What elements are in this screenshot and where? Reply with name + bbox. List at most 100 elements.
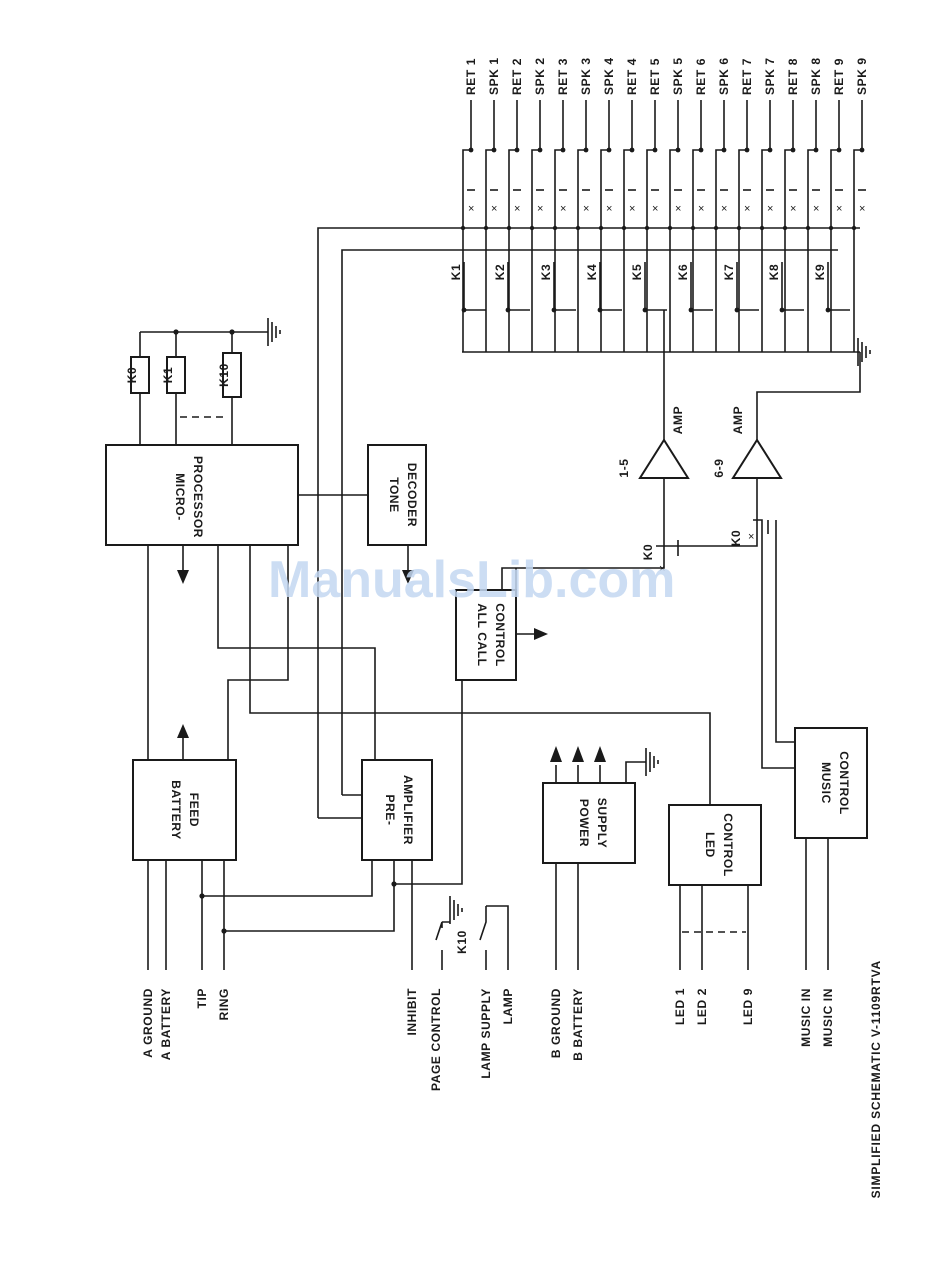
output-label: RET 6 — [694, 58, 708, 95]
amplifier-1-5: AMP 1-5 — [617, 406, 690, 479]
output-terminal: × SPK 5 — [667, 57, 685, 352]
k0-contact-label-2: K0 — [729, 530, 743, 547]
contact-mark: × — [859, 203, 865, 215]
watermark-text: ManualsLib.com — [268, 551, 675, 609]
output-terminal: × RET 9 — [828, 58, 846, 352]
output-terminal: ×SPK 9 — [851, 57, 869, 352]
pre-amplifier-label-2: AMPLIFIER — [401, 775, 415, 845]
ground-symbol-power — [645, 748, 659, 776]
relay-contact: K9 — [813, 262, 850, 313]
ground-symbol-relays — [267, 318, 281, 346]
input-label: LAMP SUPPLY — [479, 988, 493, 1079]
relay-k10-label: K10 — [217, 363, 231, 387]
amp-6-9-range: 6-9 — [712, 458, 726, 477]
output-label: SPK 1 — [487, 57, 501, 95]
microprocessor-label-2: PROCESSOR — [191, 456, 205, 538]
output-label: RET 5 — [648, 58, 662, 95]
power-supply-label-1: POWER — [577, 799, 591, 847]
ground-symbol-page — [449, 896, 463, 924]
contact-mark: × — [836, 203, 842, 215]
output-label: SPK 6 — [717, 57, 731, 95]
k0-contact-label-1: K0 — [641, 544, 655, 561]
battery-feed-block: BATTERY FEED — [132, 759, 237, 861]
all-call-control-label-2: CONTROL — [493, 603, 507, 667]
amp-1-5-label: AMP — [671, 406, 685, 434]
contact-mark: × — [813, 203, 819, 215]
output-terminal: ×SPK 6 — [713, 57, 731, 352]
relay-contact: K7 — [722, 262, 759, 313]
output-label: RET 8 — [786, 58, 800, 95]
output-terminal: ×RET 5 — [644, 58, 662, 352]
input-label: A GROUND — [141, 988, 155, 1058]
output-label: SPK 2 — [533, 57, 547, 95]
input-label: MUSIC IN — [821, 988, 835, 1047]
input-label: B BATTERY — [571, 988, 585, 1061]
led-control-label-1: LED — [703, 832, 717, 858]
contact-mark: × — [767, 203, 773, 215]
output-terminal: ×SPK 4 — [598, 57, 616, 352]
relay-contact-label: K6 — [676, 264, 690, 281]
relay-contact-label: K9 — [813, 264, 827, 281]
battery-feed-label-2: FEED — [187, 793, 201, 827]
led-control-block: LED CONTROL — [668, 804, 762, 886]
output-label: SPK 3 — [579, 57, 593, 95]
k10-switch-label: K10 — [455, 930, 469, 954]
output-label: SPK 5 — [671, 57, 685, 95]
contact-mark: × — [744, 203, 750, 215]
pre-amplifier-label-1: PRE- — [383, 794, 397, 825]
output-label: RET 7 — [740, 58, 754, 95]
input-label: PAGE CONTROL — [429, 988, 443, 1091]
output-label: RET 4 — [625, 58, 639, 95]
contact-bank: ×RET 1×SPK 1×RET 2×SPK 2×RET 3×SPK 3×SPK… — [449, 57, 869, 352]
contact-mark: × — [514, 203, 520, 215]
output-terminal: × SPK 3 — [575, 57, 593, 352]
relay-contact: K5 — [630, 262, 667, 313]
input-labels: A GROUND A BATTERY TIP RING INHIBIT PAGE CONT… — [141, 988, 835, 1091]
output-terminal: ×SPK 8 — [805, 57, 823, 352]
k0-contact-mark-1: × — [659, 563, 665, 575]
battery-feed-label-1: BATTERY — [169, 780, 183, 840]
output-label: RET 1 — [464, 58, 478, 95]
input-label: RING — [217, 988, 231, 1020]
relay-contact: K4 — [585, 262, 622, 313]
all-call-control-block: ALL CALL CONTROL — [455, 589, 517, 681]
k0-contact-mark-2: × — [748, 531, 754, 543]
output-terminal: ×RET 8 — [782, 58, 800, 352]
amp-6-9-label: AMP — [731, 406, 745, 434]
relay-contact: K2 — [493, 262, 530, 313]
relay-contact-label: K1 — [449, 264, 463, 281]
all-call-control-label-1: ALL CALL — [475, 603, 489, 666]
relay-contact-label: K2 — [493, 264, 507, 281]
output-label: RET 3 — [556, 58, 570, 95]
output-label: SPK 7 — [763, 57, 777, 95]
input-label: TIP — [195, 988, 209, 1008]
output-terminal: ×SPK 1 — [483, 57, 501, 352]
pre-amplifier-block: PRE- AMPLIFIER — [361, 759, 433, 861]
input-label: A BATTERY — [159, 988, 173, 1060]
contact-mark: × — [675, 203, 681, 215]
contact-mark: × — [583, 203, 589, 215]
output-label: RET 9 — [832, 58, 846, 95]
output-terminal: ×RET 6 — [690, 58, 708, 352]
output-terminal: ×RET 1 — [460, 58, 478, 352]
relay-coils: K0 K1 K10 — [125, 329, 268, 445]
power-supply-label-2: SUPPLY — [595, 798, 609, 849]
relay-k1-label: K1 — [161, 367, 175, 384]
relay-k10: K10 — [217, 352, 242, 398]
relay-k0: K0 — [125, 356, 150, 394]
output-label: SPK 4 — [602, 57, 616, 95]
input-label: MUSIC IN — [799, 988, 813, 1047]
output-label: RET 2 — [510, 58, 524, 95]
relay-k1: K1 — [161, 356, 186, 394]
microprocessor-block: MICRO- PROCESSOR — [105, 444, 299, 546]
relay-contact-label: K7 — [722, 264, 736, 281]
relay-contact: K3 — [539, 262, 576, 313]
input-label: LAMP — [501, 988, 515, 1024]
arrows — [177, 545, 606, 762]
relay-contact: K1 — [449, 262, 486, 313]
contact-mark: × — [629, 203, 635, 215]
relay-contact: K6 — [676, 262, 713, 313]
input-label: INHIBIT — [405, 988, 419, 1036]
contact-mark: × — [537, 203, 543, 215]
